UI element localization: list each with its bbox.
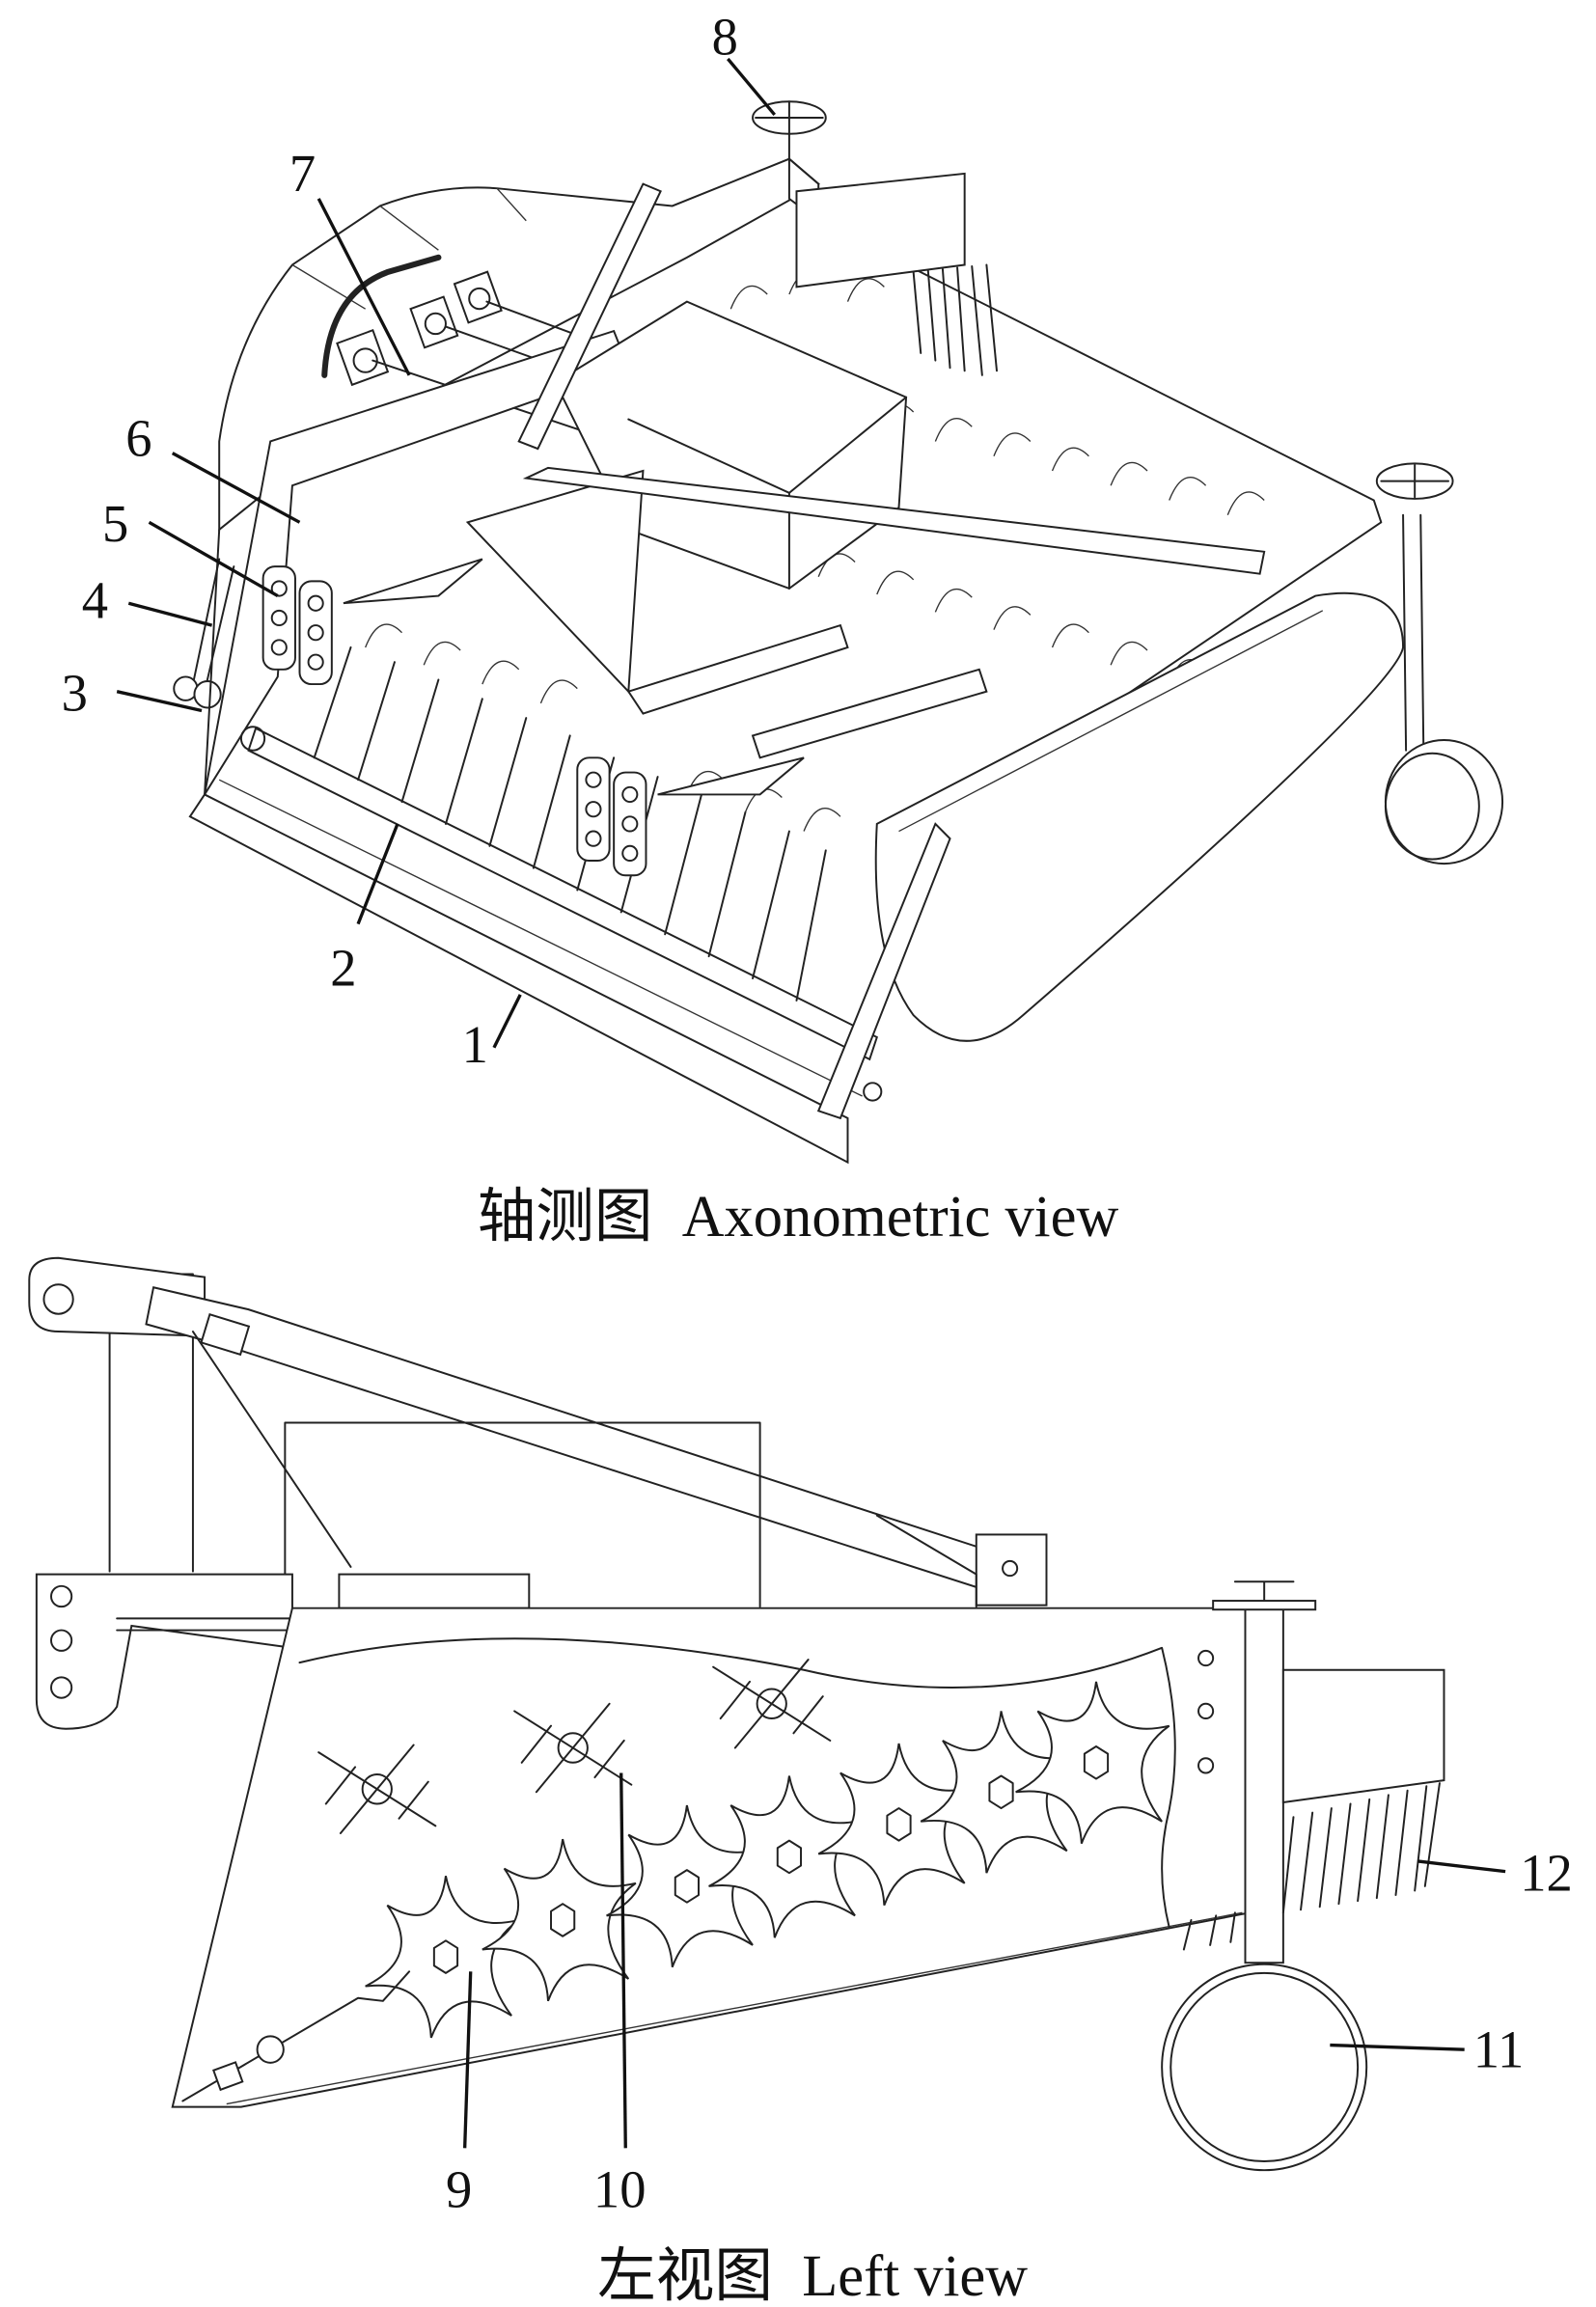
label-11: 11 <box>1473 2019 1525 2078</box>
rear-comb-teeth <box>912 263 998 376</box>
drive-belt <box>321 254 442 378</box>
caption-axonometric: 轴测图 Axonometric view <box>478 1185 1119 1250</box>
cross-beam <box>626 623 849 715</box>
front-roller <box>247 727 878 1061</box>
right-side-cover <box>874 591 1405 1042</box>
left-view <box>28 1256 1445 2172</box>
label-1: 1 <box>462 1015 488 1074</box>
label-5: 5 <box>102 494 128 553</box>
label-10: 10 <box>593 2159 647 2218</box>
caption-left-cn: 左视图 <box>597 2244 773 2307</box>
caption-axonometric-en: Axonometric view <box>682 1185 1119 1250</box>
front-beam <box>188 793 849 1165</box>
label-2: 2 <box>330 939 356 998</box>
gauge-wheel <box>1161 1963 1368 2172</box>
label-8: 8 <box>712 7 738 66</box>
hitch-plates <box>261 565 647 877</box>
cutaway-outline <box>298 1637 1176 1929</box>
rear-comb-teeth <box>1281 1782 1441 1914</box>
front-tines <box>313 645 827 1002</box>
left-link-rod <box>173 558 235 709</box>
gearbox-outline <box>284 1421 761 1608</box>
left-view-labels: 9 10 11 12 <box>446 1772 1573 2218</box>
diagonal-brace <box>522 466 1266 575</box>
rear-comb-box <box>795 172 966 288</box>
label-6: 6 <box>125 409 151 468</box>
cross-beam-2 <box>751 668 988 759</box>
top-link-bar <box>145 1286 996 1591</box>
lower-hitch-plate <box>35 1573 293 1730</box>
label-3: 3 <box>62 663 88 722</box>
small-rotors <box>317 1659 832 1834</box>
label-4: 4 <box>82 570 108 629</box>
top-link <box>517 182 662 451</box>
axonometric-view <box>173 100 1504 1165</box>
rear-comb-box <box>1281 1668 1445 1804</box>
gauge-wheel-right <box>1375 462 1504 865</box>
right-bottom-plate <box>816 822 951 1120</box>
label-7: 7 <box>289 144 316 203</box>
caption-left-view: 左视图 Left view <box>597 2244 1028 2307</box>
handwheel-top <box>752 100 827 160</box>
hitch-frame <box>465 469 645 695</box>
caption-left-en: Left view <box>802 2244 1028 2307</box>
left-deflector <box>343 558 483 605</box>
right-deflector <box>657 756 805 796</box>
label-12: 12 <box>1520 1843 1573 1902</box>
label-9: 9 <box>446 2159 472 2218</box>
star-rotors <box>365 1681 1170 2039</box>
axonometric-labels: 8 7 6 5 4 3 2 1 <box>62 7 777 1074</box>
caption-axonometric-cn: 轴测图 <box>478 1185 653 1250</box>
bearing-housings <box>336 270 503 387</box>
wheel-post <box>1244 1607 1284 1964</box>
